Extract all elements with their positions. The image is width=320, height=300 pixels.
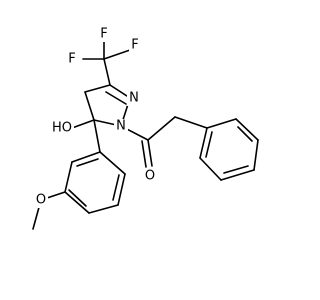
bond-c5-aryl [93, 119, 101, 153]
bond-phenyl-inner-a [237, 126, 253, 142]
bond-aryl-3 [88, 204, 119, 214]
bond-phenyl-1 [206, 118, 237, 129]
bond-aryl-5 [64, 161, 73, 193]
bond-ch2-phenyl [174, 116, 208, 129]
atom-nitrogen-upper: N [129, 91, 139, 106]
atom-fluorine-top: F [100, 27, 107, 42]
bond-c5-oh [71, 119, 95, 129]
bond-phenyl-6 [199, 127, 208, 159]
bond-cf3-to-ring [103, 58, 111, 86]
bond-carbonyl-o-b [141, 140, 147, 168]
bond-carbonyl-o-a [147, 139, 153, 167]
atom-fluorine-left: F [68, 52, 75, 67]
bond-aryl-6 [71, 151, 101, 163]
atom-carbonyl-oxygen: O [145, 169, 155, 184]
bond-aryl-inner-a [112, 174, 120, 201]
bond-c3-n2-double-a [109, 84, 131, 99]
bond-phenyl-inner-c [205, 131, 213, 158]
bond-c4-c5 [84, 91, 95, 121]
bond-phenyl-5 [199, 157, 222, 181]
bond-carbonyl-ch2 [147, 116, 176, 141]
bond-c3-n2-double-b [105, 91, 127, 105]
atom-ether-oxygen: O [36, 193, 46, 208]
bond-aryl-inner-c [76, 158, 99, 167]
bond-aryl-inner-b [68, 189, 87, 207]
bond-cf3-f-right [103, 49, 131, 60]
bond-phenyl-3 [253, 139, 259, 171]
atom-hydroxyl: HO [52, 121, 72, 136]
bond-aryl-2 [117, 173, 126, 206]
bond-phenyl-inner-b [223, 165, 249, 174]
atom-nitrogen-lower: N [116, 119, 126, 134]
bond-aryl-4 [64, 191, 90, 214]
atom-fluorine-right: F [131, 38, 138, 53]
bond-phenyl-2 [235, 118, 259, 141]
chemical-structure-diagram: F F F N N HO O O [32, 27, 259, 230]
bond-phenyl-4 [220, 169, 255, 181]
bond-c3-c4 [84, 84, 111, 93]
bond-aryl-1 [99, 151, 126, 175]
atom-label-layer: F F F N N HO O O [34, 27, 157, 208]
